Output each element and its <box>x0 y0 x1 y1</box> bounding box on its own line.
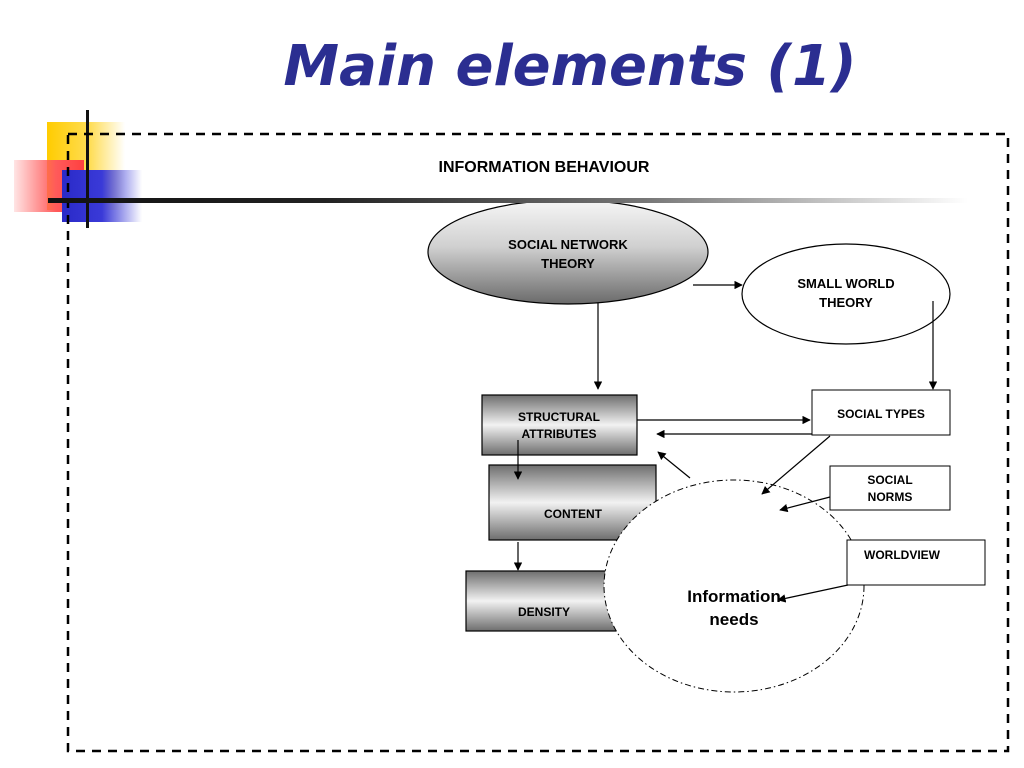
small-world-theory-line2: THEORY <box>819 295 873 310</box>
social-norms-node: SOCIAL NORMS <box>829 465 951 511</box>
arrow-worldview-to-needs <box>777 584 849 603</box>
social-types-label: SOCIAL TYPES <box>837 407 925 421</box>
worldview-node: WORLDVIEW <box>846 539 986 586</box>
small-world-theory-node: SMALL WORLD THEORY <box>741 243 951 345</box>
frame-label: INFORMATION BEHAVIOUR <box>439 159 650 176</box>
arrow-needs-to-structural <box>657 451 691 479</box>
dashed-frame <box>66 132 1010 753</box>
worldview-label: WORLDVIEW <box>864 548 941 562</box>
social-network-theory-line1: SOCIAL NETWORK <box>508 237 628 252</box>
information-needs-line1: Information <box>687 587 781 606</box>
content-label: CONTENT <box>544 507 603 521</box>
arrow-socialtypes-to-needs <box>761 435 831 495</box>
structural-attributes-line2: ATTRIBUTES <box>521 427 596 441</box>
information-needs-node: Information needs <box>603 479 865 693</box>
social-norms-line1: SOCIAL <box>867 473 912 487</box>
arrow-norms-to-needs <box>779 496 831 513</box>
social-network-theory-line2: THEORY <box>541 256 595 271</box>
slide-title: Main elements (1) <box>283 34 857 99</box>
decorative-blue-square <box>62 170 142 222</box>
density-label: DENSITY <box>518 605 570 619</box>
decorative-vertical-line <box>86 110 89 228</box>
social-norms-line2: NORMS <box>868 490 913 504</box>
social-types-node: SOCIAL TYPES <box>811 389 951 436</box>
structural-attributes-line1: STRUCTURAL <box>518 410 600 424</box>
decorative-horizontal-line <box>48 198 968 203</box>
small-world-theory-line1: SMALL WORLD <box>797 276 894 291</box>
information-needs-line2: needs <box>709 610 758 629</box>
social-network-theory-node: SOCIAL NETWORK THEORY <box>427 199 709 305</box>
structural-attributes-node: STRUCTURAL ATTRIBUTES <box>481 394 638 456</box>
